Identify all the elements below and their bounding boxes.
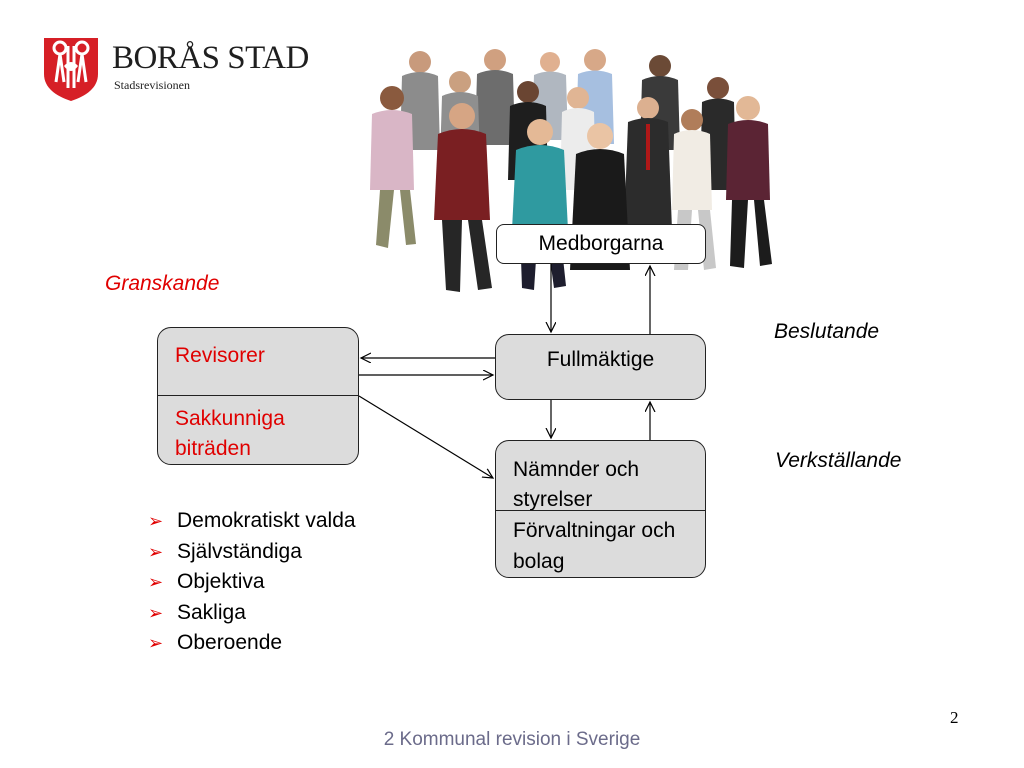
arrow-bullet-icon: ➢: [148, 633, 164, 653]
box-divider: [158, 395, 358, 396]
sakkunniga-label: Sakkunniga biträden: [175, 407, 285, 460]
boras-stad-logo: BORÅS STAD Stadsrevisionen: [42, 36, 312, 106]
coat-of-arms-icon: [44, 38, 98, 101]
list-item: ➢Demokratiskt valda: [148, 506, 356, 537]
box-fullmaktige: Fullmäktige: [495, 334, 706, 400]
list-item: ➢Objektiva: [148, 567, 356, 598]
box-medborgarna: Medborgarna: [496, 224, 706, 264]
arrow-bullet-icon: ➢: [148, 511, 164, 531]
principles-list: ➢Demokratiskt valda ➢Självständiga ➢Obje…: [148, 506, 356, 659]
box-divider: [496, 510, 705, 511]
page-number: 2: [950, 708, 959, 727]
list-item: ➢Självständiga: [148, 537, 356, 568]
box-revisorer: Revisorer Sakkunniga biträden: [157, 327, 359, 465]
arrow-bullet-icon: ➢: [148, 602, 164, 623]
forvaltningar-label: Förvaltningar och bolag: [513, 519, 676, 573]
logo-title: BORÅS STAD: [112, 40, 309, 76]
arrow-revisorer-to-namnder: [358, 395, 493, 478]
slide-footer: 2 Kommunal revision i Sverige: [383, 729, 641, 750]
fullmaktige-label: Fullmäktige: [546, 348, 655, 371]
label-verkstallande: Verkställande: [775, 449, 902, 472]
revisorer-label: Revisorer: [175, 344, 265, 367]
box-namnder: Nämnder och styrelser Förvaltningar och …: [495, 440, 706, 578]
logo-subtitle: Stadsrevisionen: [114, 78, 190, 92]
list-item: ➢Oberoende: [148, 628, 356, 659]
arrow-bullet-icon: ➢: [148, 541, 164, 562]
label-beslutande: Beslutande: [774, 320, 880, 343]
namnder-label: Nämnder och styrelser: [513, 458, 640, 511]
label-granskande: Granskande: [105, 272, 220, 295]
list-item: ➢Sakliga: [148, 598, 356, 629]
arrow-bullet-icon: ➢: [148, 572, 164, 592]
